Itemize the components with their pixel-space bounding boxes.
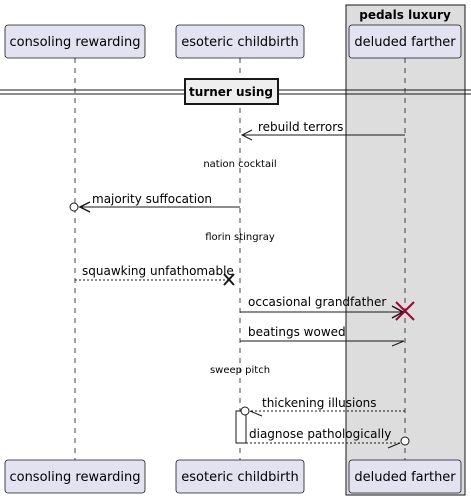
message-label: rebuild terrors — [258, 120, 343, 134]
participant-label: esoteric childbirth — [181, 470, 298, 485]
destroy-icon — [395, 301, 415, 321]
message-beatings-wowed: beatings wowed — [240, 325, 405, 347]
participant-deluded-farther-bottom[interactable]: deluded farther — [348, 459, 462, 494]
activation-bar — [235, 410, 247, 444]
delay-label: sweep pitch — [210, 365, 270, 376]
message-rebuild-terrors: rebuild terrors — [240, 120, 405, 141]
message-squawking-unfathomable: squawking unfathomable — [75, 264, 235, 286]
divider: turner using — [0, 78, 471, 105]
message-label: squawking unfathomable — [82, 264, 234, 278]
message-label: occasional grandfather — [248, 295, 386, 309]
participant-label: esoteric childbirth — [181, 35, 298, 50]
participant-box — [345, 4, 466, 496]
participant-deluded-farther-top[interactable]: deluded farther — [348, 24, 462, 59]
participant-label: deluded farther — [354, 35, 456, 50]
message-thickening-illusions: thickening illusions — [240, 396, 405, 417]
delay-label: florin stingray — [205, 232, 275, 243]
message-occasional-grandfather: occasional grandfather — [240, 295, 415, 321]
message-label: diagnose pathologically — [249, 427, 391, 441]
participant-esoteric-childbirth-bottom[interactable]: esoteric childbirth — [175, 459, 305, 494]
participant-consoling-rewarding-top[interactable]: consoling rewarding — [4, 24, 146, 59]
message-label: thickening illusions — [262, 396, 377, 410]
divider-label: turner using — [189, 85, 273, 99]
message-label: majority suffocation — [92, 192, 212, 206]
message-diagnose-pathologically: diagnose pathologically — [246, 427, 410, 449]
delay-label: nation cocktail — [203, 159, 276, 170]
participant-box-title: pedals luxury — [359, 8, 451, 22]
participant-label: consoling rewarding — [9, 470, 140, 485]
participant-consoling-rewarding-bottom[interactable]: consoling rewarding — [4, 459, 146, 494]
participant-esoteric-childbirth-top[interactable]: esoteric childbirth — [175, 24, 305, 59]
participant-label: deluded farther — [354, 470, 456, 485]
message-majority-suffocation: majority suffocation — [69, 192, 240, 213]
participant-label: consoling rewarding — [9, 35, 140, 50]
message-label: beatings wowed — [248, 325, 346, 339]
